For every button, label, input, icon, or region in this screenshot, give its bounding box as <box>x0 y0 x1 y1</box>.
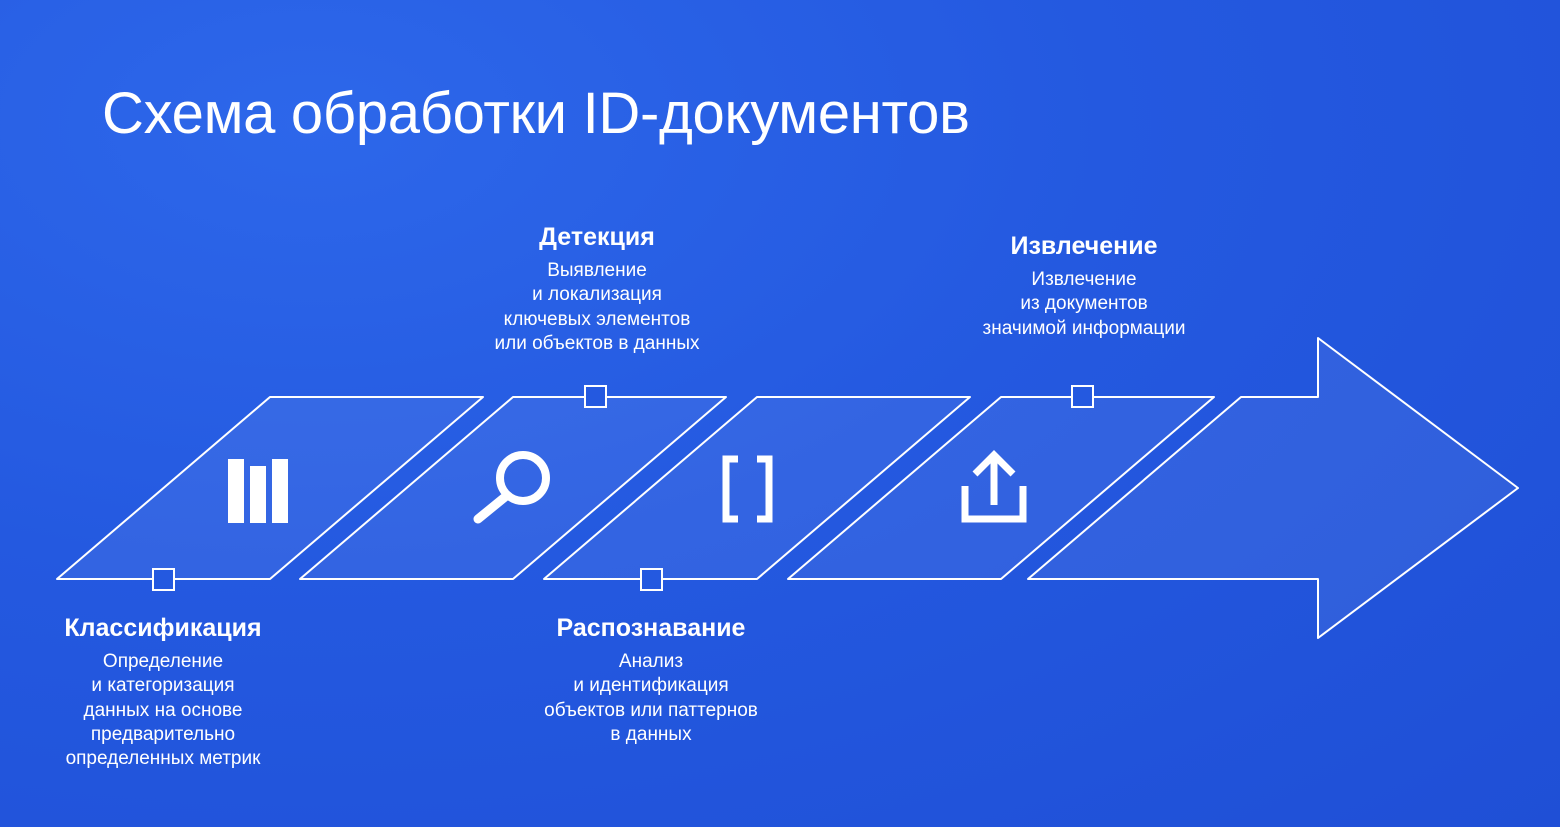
desc-line: из документов <box>1020 293 1148 315</box>
bar-chart-icon <box>228 459 288 523</box>
desc-line: или объектов в данных <box>494 332 700 354</box>
desc-line: значимой информации <box>982 317 1186 339</box>
stage-shape-recognition <box>543 396 971 580</box>
step-title-extraction: Извлечение <box>1010 232 1158 260</box>
connector-node-detection <box>584 385 607 408</box>
magnifier-icon <box>473 451 550 524</box>
brackets-icon <box>722 455 773 523</box>
step-desc-detection: Выявление и локализация ключевых элемент… <box>495 259 700 356</box>
upload-icon <box>961 450 1027 523</box>
connector-node-extraction <box>1071 385 1094 408</box>
desc-line: определенных метрик <box>65 748 261 770</box>
step-desc-recognition: Анализ и идентификация объектов или патт… <box>544 650 758 747</box>
connector-node-classification <box>152 568 175 591</box>
stage-shape-detection <box>299 396 727 580</box>
step-extraction: Извлечение Извлечение из документов знач… <box>983 230 1186 341</box>
desc-line: и идентификация <box>573 675 729 697</box>
step-desc-classification: Определение и категоризация данных на ос… <box>64 650 261 771</box>
desc-line: объектов или паттернов <box>544 699 758 721</box>
step-title-recognition: Распознавание <box>556 614 746 642</box>
desc-line: в данных <box>610 723 692 745</box>
step-desc-extraction: Извлечение из документов значимой информ… <box>983 268 1186 341</box>
desc-line: ключевых элементов <box>503 308 691 330</box>
step-title-classification: Классификация <box>64 614 262 642</box>
page-title: Схема обработки ID-документов <box>102 81 970 146</box>
stage-shape-extraction <box>787 396 1215 580</box>
step-classification: Классификация Определение и категоризаци… <box>64 612 261 771</box>
desc-line: и локализация <box>532 284 662 306</box>
arrow-head-shape <box>1027 337 1519 639</box>
desc-line: Извлечение <box>1031 269 1137 290</box>
desc-line: Выявление <box>547 260 647 281</box>
step-recognition: Распознавание Анализ и идентификация объ… <box>544 612 758 747</box>
desc-line: данных на основе <box>83 699 243 721</box>
desc-line: Определение <box>102 651 224 672</box>
connector-node-recognition <box>640 568 663 591</box>
desc-line: Анализ <box>618 651 684 672</box>
desc-line: предварительно <box>90 723 236 745</box>
step-title-detection: Детекция <box>539 223 655 251</box>
desc-line: и категоризация <box>91 675 235 697</box>
stage-shape-classification <box>56 396 484 580</box>
step-detection: Детекция Выявление и локализация ключевы… <box>495 221 700 356</box>
